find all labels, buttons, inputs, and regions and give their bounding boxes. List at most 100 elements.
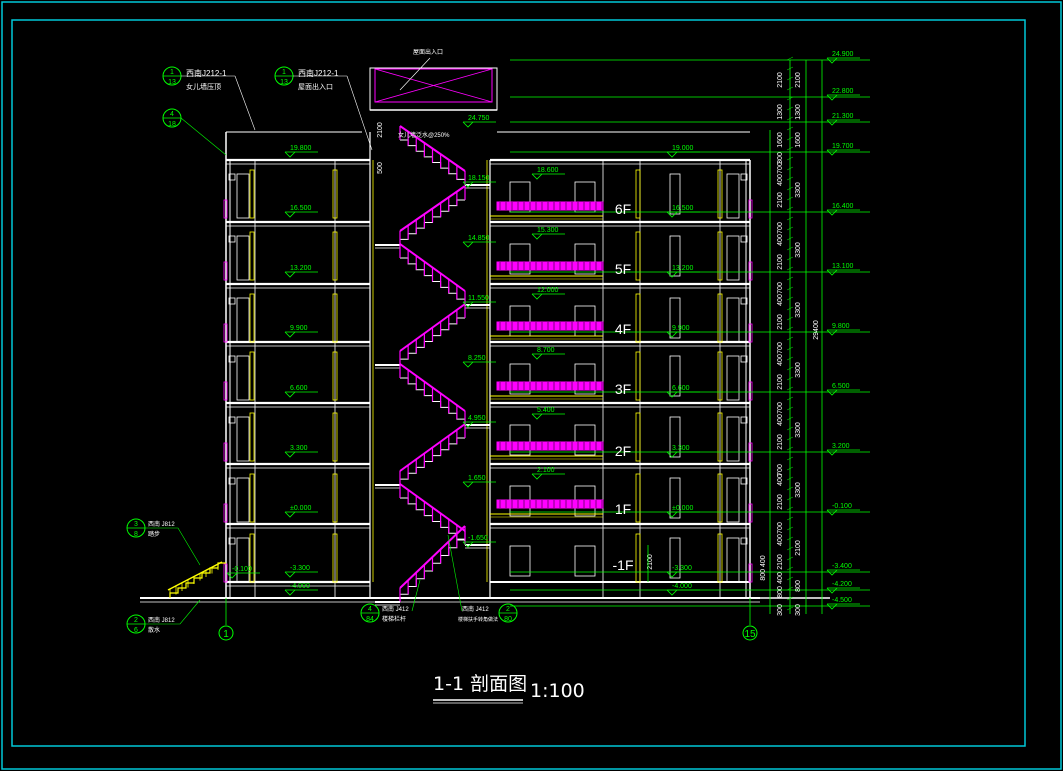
dimension-tick <box>786 316 794 321</box>
callout-handrail-text: 楼梯扶手转角做法 <box>458 616 498 623</box>
axis-bubble <box>742 625 758 641</box>
dimension-text-col1: 400 <box>777 174 784 186</box>
room-door <box>669 477 681 519</box>
callout-steps-ref: 西南 J812 <box>148 520 175 528</box>
elevation-outer: -4.500 <box>832 597 852 604</box>
elevation-right-marker <box>666 571 678 578</box>
window-column <box>717 231 723 281</box>
window-column <box>332 351 338 401</box>
wall-opening-left <box>228 416 236 424</box>
dimension-text-col1: 400 <box>777 294 784 306</box>
axis-label: 15 <box>744 629 756 640</box>
drawing-scale: 1:100 <box>530 680 585 702</box>
dimension-basement: 2100 <box>647 554 654 570</box>
window-column <box>717 351 723 401</box>
axis-bubble <box>218 625 234 641</box>
elevation-outer: 24.900 <box>832 51 854 58</box>
roof-access-box <box>369 67 498 111</box>
dimension-text-col2: 800 <box>795 580 802 592</box>
wall-opening-left <box>228 477 236 485</box>
roof-access-hatch-diag-2 <box>374 68 493 103</box>
window-column <box>332 293 338 343</box>
elevation-stair-marker <box>462 241 474 248</box>
inner-frame <box>11 19 1026 747</box>
dimension-text-col1: 2100 <box>777 192 784 208</box>
corridor-railing <box>496 261 604 271</box>
window-column <box>249 169 255 219</box>
dimension-tick <box>786 76 794 81</box>
callout-handrail-sheet: 80 <box>504 616 512 623</box>
floor-label: 5F <box>615 261 631 277</box>
dimension-text-col1: 2100 <box>777 314 784 330</box>
dimension-tick <box>786 226 794 231</box>
window-column <box>635 412 641 462</box>
dimension-tick <box>786 266 794 271</box>
callout-railing-sheet: 84 <box>366 616 374 623</box>
corridor-door <box>574 305 596 337</box>
elevation-left: 19.800 <box>290 145 312 152</box>
dimension-tick <box>786 506 794 511</box>
window-column <box>717 412 723 462</box>
elevation-stair: 4.950 <box>468 415 486 422</box>
callout-handrail-ref: 西南 J412 <box>462 605 489 613</box>
door-right <box>726 235 740 281</box>
slope-note: 女儿墙泛水@250% <box>398 131 450 139</box>
dimension-tick <box>786 366 794 371</box>
elevation-outer-marker <box>826 587 838 594</box>
dimension-tick <box>786 486 794 491</box>
dimension-text-col2: 3300 <box>795 482 802 498</box>
callout-roof-ref: 西南J212-1 <box>298 68 339 78</box>
floor-label: 2F <box>615 443 631 459</box>
dimension-tick <box>786 546 794 551</box>
roof-note: 屋面出入口 <box>413 48 443 56</box>
elevation-left: -4.000 <box>290 583 310 590</box>
axis-label: 1 <box>223 629 229 640</box>
elevation-outer-marker <box>826 509 838 516</box>
elevation-left-marker <box>284 589 296 596</box>
dimension-text-col1: 700 <box>777 342 784 354</box>
window-column <box>332 412 338 462</box>
wall-opening-left <box>228 355 236 363</box>
corridor-railing <box>496 441 604 451</box>
callout-parapet-leader <box>234 75 256 131</box>
elevation-outer: 13.100 <box>832 263 854 270</box>
elevation-mid-marker <box>531 473 543 480</box>
dimension-tick <box>786 376 794 381</box>
dimension-tick <box>786 526 794 531</box>
dimension-text-col1: 300 <box>777 152 784 164</box>
window-column <box>635 351 641 401</box>
elevation-outer: -3.400 <box>832 563 852 570</box>
dimension-text-col1: 2100 <box>777 434 784 450</box>
corridor-door <box>574 243 596 275</box>
dimension-text-col1: 400 <box>777 354 784 366</box>
elevation-stair: 14.850 <box>468 235 490 242</box>
dimension-tick <box>786 586 794 591</box>
dimension-text-col1: 400 <box>777 414 784 426</box>
dimension-stair-side: 500 <box>377 162 384 174</box>
dimension-tick <box>786 536 794 541</box>
dimension-tick <box>786 216 794 221</box>
railing-left-edge <box>223 261 228 281</box>
dimension-text-col2: 3300 <box>795 182 802 198</box>
railing-left-edge <box>223 381 228 401</box>
wall-opening-right <box>740 537 748 545</box>
dimension-text-col2: 3300 <box>795 242 802 258</box>
callout-apron-ref: 西南 J812 <box>148 616 175 624</box>
dimension-tick <box>786 186 794 191</box>
door-right <box>726 173 740 219</box>
wall-opening-right <box>740 297 748 305</box>
railing-right-edge <box>748 503 753 523</box>
elevation-outer-marker <box>826 449 838 456</box>
dimension-text-col1: 1600 <box>777 132 784 148</box>
dimension-text-col2: 2100 <box>795 72 802 88</box>
window-column <box>635 293 641 343</box>
corridor-railing <box>496 321 604 331</box>
elevation-outer-marker <box>826 119 838 126</box>
door-right <box>726 537 740 583</box>
elevation-entry-marker <box>226 572 238 579</box>
elevation-left: 6.600 <box>290 385 308 392</box>
dimension-tick <box>786 196 794 201</box>
dimension-tick <box>786 116 794 121</box>
elevation-right-marker <box>666 151 678 158</box>
